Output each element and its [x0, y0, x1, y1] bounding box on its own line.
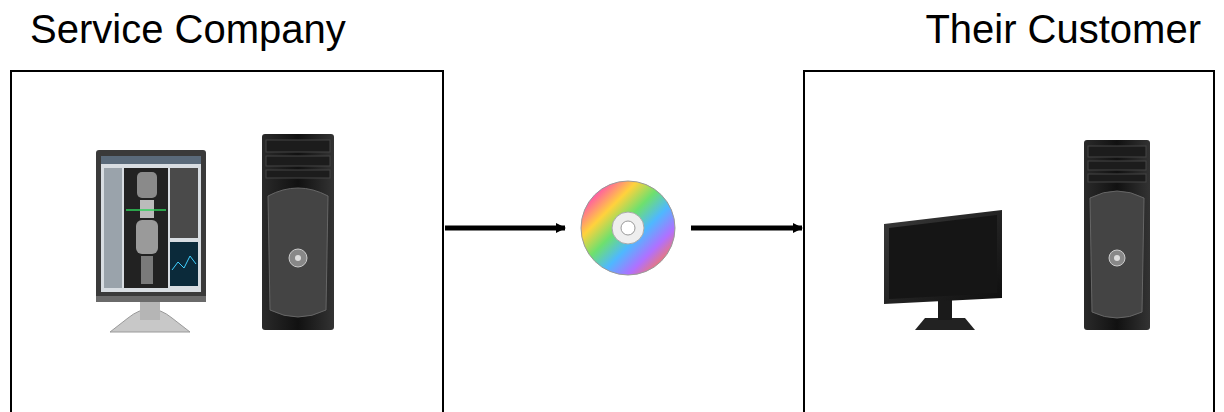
- box-outline: [10, 70, 444, 412]
- box-heading: Service Company: [30, 6, 346, 52]
- box-heading: Their Customer: [925, 6, 1201, 52]
- tower-computer: [262, 134, 334, 330]
- flow-arrow: [445, 228, 802, 229]
- flat-monitor: [884, 210, 1002, 330]
- company-box: Service Company: [10, 0, 444, 412]
- box-outline: [803, 70, 1215, 412]
- compact-disc: [581, 181, 675, 275]
- medical-monitor: [96, 150, 206, 332]
- arrow-segment: [691, 226, 802, 231]
- tower-computer: [1084, 140, 1150, 330]
- arrow-segment: [445, 226, 565, 231]
- company-box: Their Customer: [803, 0, 1215, 412]
